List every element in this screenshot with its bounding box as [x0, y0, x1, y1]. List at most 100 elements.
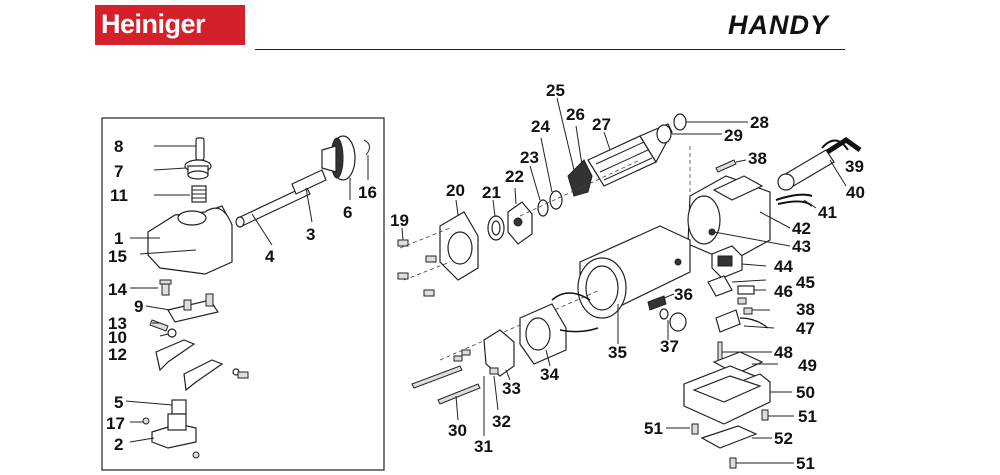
part-small-pins: [453, 349, 471, 362]
label-41: 41: [818, 203, 837, 222]
label-36: 36: [674, 285, 693, 304]
cutting-head-frame: [101, 117, 385, 471]
label-5: 5: [114, 393, 123, 412]
part-labels: 8 7 11 1 15 14 9 13 10 12 5 17 2 4 3 6 1…: [106, 81, 865, 473]
label-44: 44: [774, 257, 793, 276]
part-28-bearing: [673, 113, 748, 131]
label-28: 28: [750, 113, 769, 132]
label-50: 50: [796, 383, 815, 402]
part-22-bearing-plate: [507, 187, 533, 245]
part-11-spring: [154, 185, 207, 203]
part-38-screw-lower: [737, 297, 770, 315]
label-35: 35: [608, 343, 627, 362]
part-33-bearing-holder: [483, 329, 515, 381]
label-27: 27: [592, 115, 611, 134]
label-47: 47: [796, 319, 815, 338]
label-9: 9: [134, 297, 143, 316]
label-48: 48: [774, 343, 793, 362]
label-26: 26: [566, 105, 585, 124]
label-13: 13: [108, 314, 127, 333]
part-41-wires: [775, 193, 817, 209]
part-26-armature-fan: [567, 125, 593, 197]
label-22: 22: [505, 167, 524, 186]
label-29: 29: [724, 126, 743, 145]
label-21: 21: [482, 183, 501, 202]
label-11: 11: [110, 186, 128, 205]
part-34-field-coil: [519, 292, 599, 367]
label-46: 46: [774, 282, 793, 301]
part-24-washer: [540, 137, 563, 210]
label-3: 3: [306, 225, 315, 244]
part-29-bearing: [656, 124, 722, 144]
label-19: 19: [390, 211, 409, 230]
part-43-housing-screw: [708, 228, 791, 247]
label-4: 4: [265, 247, 275, 266]
part-47-capacitor: [715, 309, 775, 333]
part-3-pinion: [291, 169, 327, 223]
part-21-ring: [487, 199, 505, 241]
label-40: 40: [846, 183, 865, 202]
label-16: 16: [358, 183, 377, 202]
part-36-brush: [647, 293, 675, 311]
part-2-comb-plate: [151, 413, 200, 459]
part-1-head-housing: [130, 205, 233, 275]
label-42: 42: [792, 219, 811, 238]
part-16-clip: [363, 139, 370, 180]
part-17-screw: [142, 417, 150, 425]
label-34: 34: [540, 365, 559, 384]
part-23-washer: [529, 165, 549, 217]
label-20: 20: [446, 181, 465, 200]
part-42-rear-housing: [687, 175, 791, 263]
header-divider: [255, 49, 845, 50]
part-51-screws: [666, 409, 794, 469]
label-38-lower: 38: [796, 300, 815, 319]
part-9-bracket: [167, 293, 219, 323]
label-2: 2: [114, 435, 123, 454]
label-14: 14: [108, 280, 127, 299]
label-12: 12: [108, 345, 127, 364]
label-51-c: 51: [796, 454, 815, 473]
part-14-screw: [159, 279, 172, 296]
part-38-screw-upper: [715, 159, 747, 173]
label-51-a: 51: [798, 407, 817, 426]
part-8-pin: [154, 137, 205, 161]
label-33: 33: [502, 379, 521, 398]
heiniger-logo: Heiniger: [95, 5, 245, 45]
part-45-switch-lever: [707, 275, 767, 297]
part-5-block: [171, 399, 187, 415]
label-1: 1: [114, 229, 123, 248]
part-50-bottom-cover: [683, 365, 792, 425]
part-6-gear: [321, 135, 356, 200]
label-15: 15: [108, 247, 127, 266]
label-45: 45: [796, 273, 815, 292]
label-39: 39: [845, 157, 864, 176]
part-12-lever: [155, 339, 249, 392]
label-25: 25: [546, 81, 565, 100]
part-4-shaft: [235, 185, 311, 246]
part-35-motor-housing: [577, 225, 691, 344]
part-19-screws: [397, 227, 437, 297]
label-7: 7: [114, 162, 123, 181]
label-51-b: 51: [644, 419, 663, 438]
label-10: 10: [108, 328, 127, 347]
label-37: 37: [660, 337, 679, 356]
label-23: 23: [520, 148, 539, 167]
part-32-spring-pin: [489, 367, 499, 411]
part-40-cable-sleeve: [777, 149, 847, 191]
label-38-upper: 38: [748, 149, 767, 168]
model-title: HANDY: [728, 10, 830, 40]
part-7-knob: [153, 159, 212, 180]
part-10-washer: [167, 328, 177, 338]
label-43: 43: [792, 237, 811, 256]
part-37-brush-cap: [659, 308, 687, 340]
part-25-fan: [556, 97, 575, 171]
label-6: 6: [343, 203, 352, 222]
logo-text: Heiniger: [101, 9, 206, 39]
part-30-long-screws: [411, 365, 481, 421]
part-52-plate: [700, 425, 772, 449]
part-44-switch: [711, 245, 767, 279]
part-13-screw: [149, 319, 169, 332]
label-49: 49: [798, 356, 817, 375]
label-52: 52: [774, 429, 793, 448]
